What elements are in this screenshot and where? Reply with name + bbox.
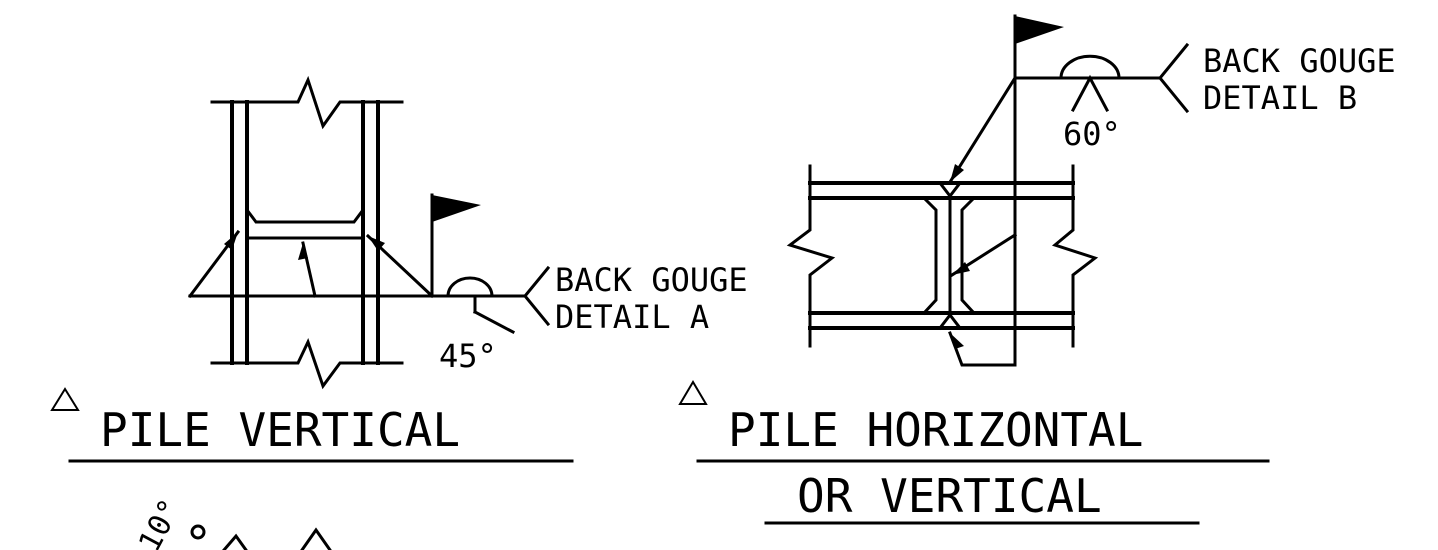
- note-a-line2: DETAIL A: [555, 298, 709, 336]
- note-b-line2: DETAIL B: [1203, 79, 1357, 117]
- tail-a: [523, 265, 551, 327]
- angle-label-b: 60°: [1063, 115, 1121, 153]
- v-groove-symbol: [1070, 74, 1110, 113]
- web-plate-right-bevel: [960, 195, 977, 316]
- pile-horizontal-detail: BACK GOUGE DETAIL B 60° PILE HORIZONTAL …: [678, 14, 1396, 525]
- bottom-fragment: 10°: [132, 493, 332, 550]
- top-break-line: [210, 75, 404, 130]
- bevel-symbol-slant: [472, 309, 516, 335]
- leader-bottom: [948, 331, 1017, 367]
- fragment-degree-mark: [190, 524, 206, 540]
- title-or-vertical: OR VERTICAL: [797, 469, 1102, 523]
- bottom-break-line: [210, 338, 404, 390]
- tail-b: [1158, 42, 1190, 114]
- arrowhead-web: [952, 262, 970, 275]
- revision-triangle-a-icon: [50, 387, 80, 411]
- leader-top: [947, 75, 1018, 185]
- title-pile-horizontal: PILE HORIZONTAL: [728, 403, 1143, 457]
- note-b-line1: BACK GOUGE: [1203, 42, 1396, 80]
- fragment-angle-text: 10°: [132, 493, 188, 550]
- back-weld-symbol-a: [446, 276, 494, 298]
- web-plate-left-bevel: [921, 195, 938, 316]
- arrowhead-right: [368, 236, 385, 251]
- arrowhead-bottom: [950, 333, 964, 349]
- v-groove-bottom: [937, 312, 963, 331]
- field-weld-flag-b: [1015, 16, 1064, 44]
- fragment-triangle-icon: [300, 527, 332, 550]
- title-pile-vertical: PILE VERTICAL: [100, 403, 460, 457]
- pile-vertical-detail: BACK GOUGE DETAIL A 45° PILE VERTICAL: [50, 75, 748, 463]
- back-weld-symbol-b: [1059, 54, 1121, 80]
- angle-label-a: 45°: [439, 337, 497, 375]
- arrowhead-center: [298, 243, 308, 260]
- right-break-line: [1051, 164, 1099, 348]
- arrowhead-top: [950, 164, 964, 182]
- v-groove-top: [937, 180, 963, 199]
- fragment-bevel-mark: [222, 533, 248, 550]
- revision-triangle-b-icon: [678, 380, 708, 405]
- left-break-line: [786, 164, 836, 348]
- web-plate-top-bevel: [244, 207, 366, 224]
- note-a-line1: BACK GOUGE: [555, 261, 748, 299]
- field-weld-flag-a: [432, 195, 481, 222]
- arrowhead-left: [224, 232, 238, 250]
